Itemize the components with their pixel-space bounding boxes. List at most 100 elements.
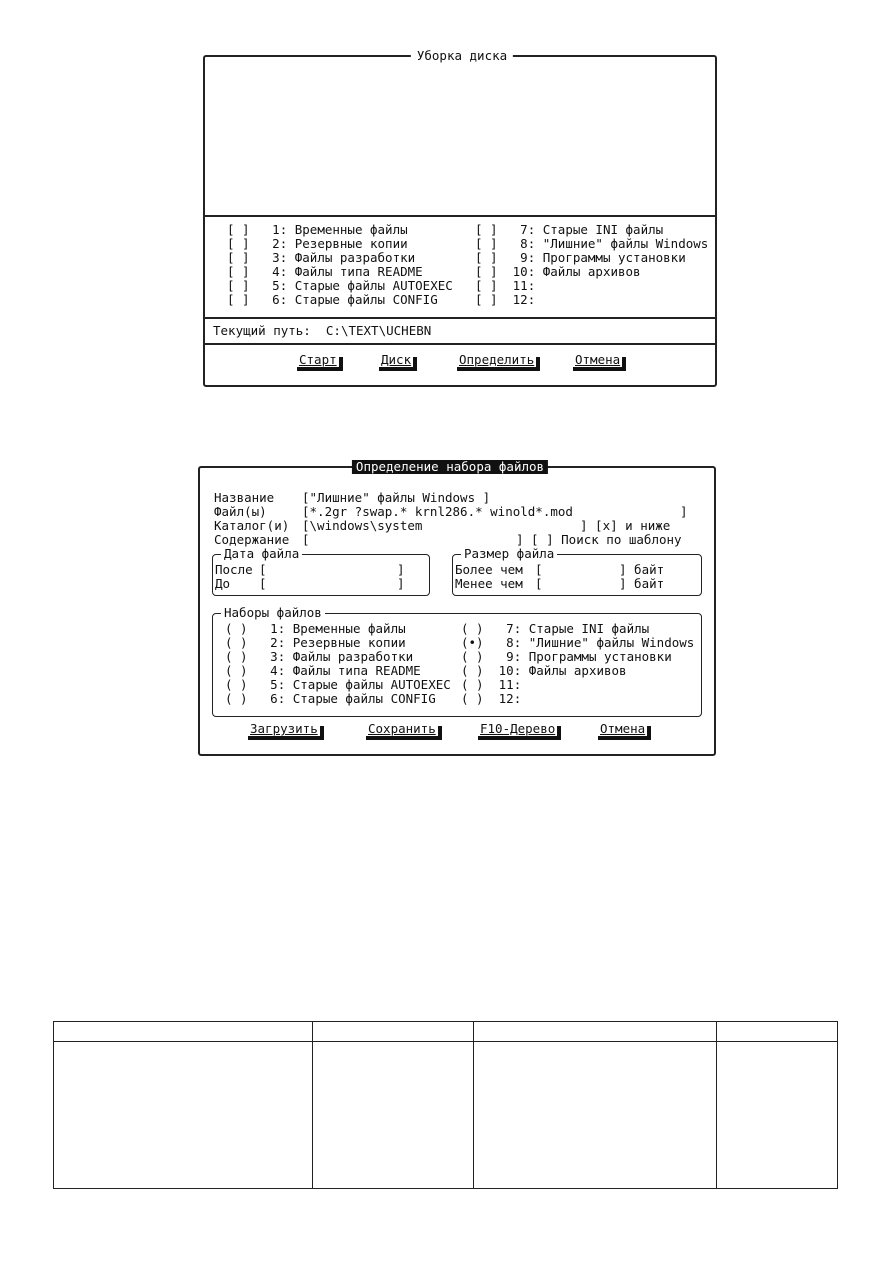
less-value[interactable]: [ [535,576,543,591]
checkbox[interactable]: [ ] [475,278,498,293]
radio-item[interactable]: ( ) 4: Файлы типа README [225,664,421,678]
radio-button[interactable]: ( ) [225,663,248,678]
name-value[interactable]: ["Лишние" файлы Windows ] [302,490,491,505]
tree-button[interactable]: F10-Дерево [478,722,562,740]
item-label: Старые файлы AUTOEXEC [292,677,451,692]
item-number: 11: [512,278,536,293]
more-value[interactable]: [ [535,562,543,577]
item-label: Файлы архивов [542,264,641,279]
radio-button[interactable]: (•) [461,635,484,650]
list-item[interactable]: [ ] 7: Старые INI файлы [475,223,663,237]
disk-cleanup-title: Уборка диска [410,48,514,64]
radio-button[interactable]: ( ) [461,621,484,636]
checkbox[interactable]: [ ] [227,250,250,265]
radio-item[interactable]: ( ) 6: Старые файлы CONFIG [225,692,436,706]
files-value[interactable]: [*.2gr ?swap.* krnl286.* winold*.mod [302,504,573,519]
checkbox[interactable]: [ ] [475,222,498,237]
define-button[interactable]: Определить [457,353,541,371]
item-number: 11: [498,677,522,692]
files-field[interactable]: Файл(ы)[*.2gr ?swap.* krnl286.* winold*.… [214,505,688,519]
subdirs-checkbox[interactable]: ] [x] и ниже [580,518,671,533]
item-number: 5: [264,278,288,293]
catalog-value[interactable]: [\windows\system [302,518,423,533]
file-set-title: Определение набора файлов [351,460,549,474]
table-cell [311,1041,475,1189]
disk-button[interactable]: Диск [379,353,418,371]
cancel-button[interactable]: Отмена [598,722,652,740]
radio-item[interactable]: ( ) 7: Старые INI файлы [461,622,649,636]
radio-button[interactable]: ( ) [461,677,484,692]
save-button[interactable]: Сохранить [366,722,442,740]
less-label: Менее чем [455,576,523,591]
list-item[interactable]: [ ] 8: "Лишние" файлы Windows [475,237,708,251]
item-label: Программы установки [528,649,672,664]
more-unit: ] байт [619,562,665,577]
radio-button[interactable]: ( ) [461,663,484,678]
item-label: Файлы архивов [528,663,627,678]
file-sets-title: Наборы файлов [221,606,325,620]
list-item[interactable]: [ ] 4: Файлы типа README [227,265,423,279]
radio-item[interactable]: (•) 8: "Лишние" файлы Windows [461,636,694,650]
checkbox[interactable]: [ ] [227,278,250,293]
list-item[interactable]: [ ] 2: Резервные копии [227,237,408,251]
checkbox[interactable]: [ ] [475,250,498,265]
checkbox[interactable]: [ ] [227,222,250,237]
list-item[interactable]: [ ] 11: [475,279,543,293]
radio-item[interactable]: ( ) 11: [461,678,529,692]
item-number: 10: [498,663,522,678]
checkbox[interactable]: [ ] [475,264,498,279]
file-sets-group: Наборы файлов ( ) 1: Временные файлы ( )… [212,606,702,717]
radio-item[interactable]: ( ) 3: Файлы разработки [225,650,413,664]
date-group: Дата файла После[] До[] [212,547,430,596]
pattern-search-checkbox[interactable]: ] [ ] Поиск по шаблону [516,532,682,547]
radio-button[interactable]: ( ) [461,691,484,706]
checkbox[interactable]: [ ] [227,236,250,251]
date-group-title: Дата файла [221,547,303,561]
checkbox[interactable]: [ ] [227,264,250,279]
radio-button[interactable]: ( ) [225,621,248,636]
load-button[interactable]: Загрузить [248,722,324,740]
files-bracket: ] [680,504,688,519]
more-than-field[interactable]: Более чем[] байт [455,563,664,577]
item-label: Резервные копии [294,236,408,251]
start-button[interactable]: Старт [297,353,343,371]
item-label: Программы установки [542,250,686,265]
before-date-field[interactable]: До[] [215,577,405,591]
list-item[interactable]: [ ] 6: Старые файлы CONFIG [227,293,438,307]
after-value[interactable]: [ [259,562,267,577]
radio-button[interactable]: ( ) [225,649,248,664]
content-value[interactable]: [ [302,532,310,547]
radio-item[interactable]: ( ) 12: [461,692,529,706]
item-number: 9: [498,649,522,664]
name-field[interactable]: Название["Лишние" файлы Windows ] [214,491,490,505]
checkbox[interactable]: [ ] [475,236,498,251]
radio-button[interactable]: ( ) [225,635,248,650]
radio-item[interactable]: ( ) 2: Резервные копии [225,636,406,650]
list-item[interactable]: [ ] 5: Старые файлы AUTOEXEC [227,279,453,293]
item-label: Временные файлы [292,621,406,636]
radio-item[interactable]: ( ) 9: Программы установки [461,650,672,664]
item-number: 6: [264,292,288,307]
list-item[interactable]: [ ] 10: Файлы архивов [475,265,641,279]
checkbox[interactable]: [ ] [227,292,250,307]
empty-table [53,1021,838,1189]
before-value[interactable]: [ [259,576,267,591]
item-number: 8: [498,635,522,650]
list-item[interactable]: [ ] 1: Временные файлы [227,223,408,237]
table-cell [716,1021,838,1042]
list-item[interactable]: [ ] 3: Файлы разработки [227,251,415,265]
radio-button[interactable]: ( ) [225,691,248,706]
radio-button[interactable]: ( ) [461,649,484,664]
list-item[interactable]: [ ] 12: [475,293,543,307]
radio-item[interactable]: ( ) 1: Временные файлы [225,622,406,636]
less-than-field[interactable]: Менее чем[] байт [455,576,664,591]
catalog-field[interactable]: Каталог(и)[\windows\system] [x] и ниже [214,519,670,533]
checkbox[interactable]: [ ] [475,292,498,307]
radio-item[interactable]: ( ) 5: Старые файлы AUTOEXEC [225,678,451,692]
radio-button[interactable]: ( ) [225,677,248,692]
after-date-field[interactable]: После[] [215,563,405,577]
list-item[interactable]: [ ] 9: Программы установки [475,251,686,265]
content-field[interactable]: Содержание[] [ ] Поиск по шаблону [214,533,682,547]
cancel-button[interactable]: Отмена [573,353,627,371]
radio-item[interactable]: ( ) 10: Файлы архивов [461,664,627,678]
